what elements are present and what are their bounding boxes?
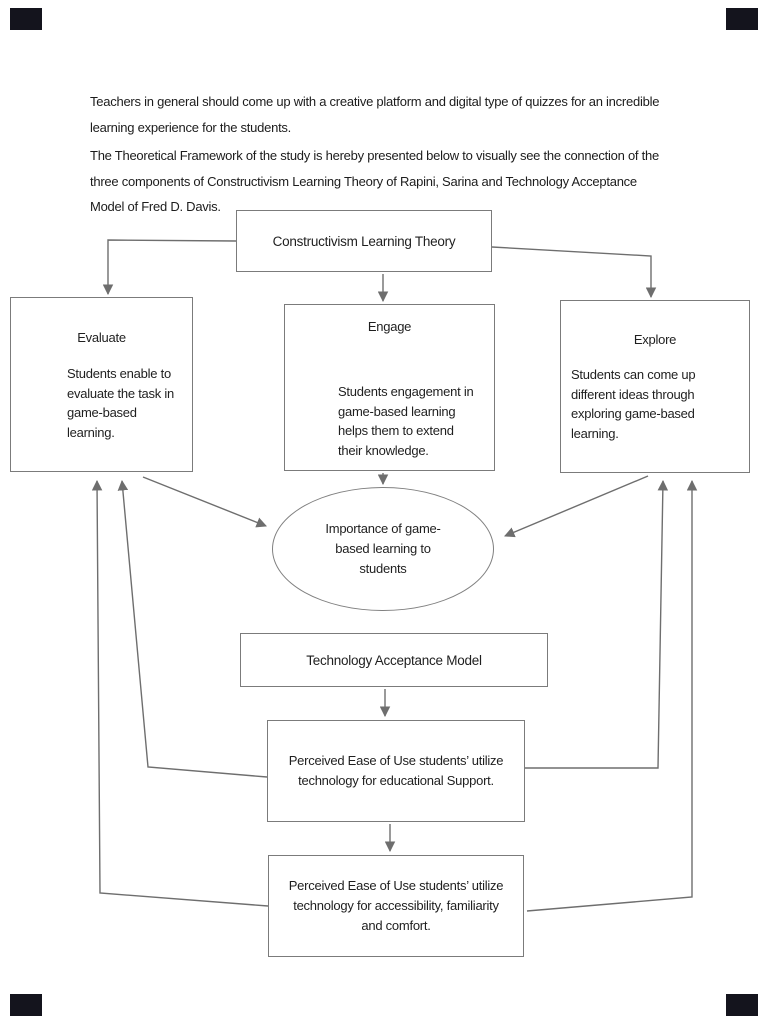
connector-peou-access-to-explore: [526, 479, 698, 912]
corner-mark-bottom-left: [10, 994, 42, 1016]
connector-peou-support-to-evaluate: [117, 479, 268, 778]
connector-constructivism-to-evaluate: [102, 239, 237, 296]
engage-box: Engage Students engagement in game-based…: [284, 304, 495, 471]
constructivism-box: Constructivism Learning Theory: [236, 210, 492, 272]
tam-label: Technology Acceptance Model: [306, 652, 482, 668]
corner-mark-bottom-right: [726, 994, 758, 1016]
tam-box: Technology Acceptance Model: [240, 633, 548, 687]
peou-access-label: Perceived Ease of Use students’ utilize …: [288, 878, 504, 933]
explore-title: Explore: [633, 332, 677, 347]
engage-title: Engage: [367, 319, 412, 334]
importance-ellipse: Importance of game- based learning to st…: [272, 487, 494, 611]
corner-mark-top-right: [726, 8, 758, 30]
importance-label: Importance of game- based learning to st…: [325, 521, 441, 576]
corner-mark-top-left: [10, 8, 42, 30]
peou-support-label: Perceived Ease of Use students’ utilize …: [288, 753, 504, 788]
peou-support-box: Perceived Ease of Use students’ utilize …: [267, 720, 525, 822]
peou-access-box: Perceived Ease of Use students’ utilize …: [268, 855, 524, 957]
connector-peou-access-to-evaluate: [91, 479, 269, 907]
evaluate-box: Evaluate Students enable to evaluate the…: [10, 297, 193, 472]
evaluate-title: Evaluate: [77, 330, 126, 345]
evaluate-body: Students enable to evaluate the task in …: [67, 366, 175, 440]
connector-constructivism-to-explore: [491, 246, 657, 299]
framework-paragraph: The Theoretical Framework of the study i…: [90, 148, 659, 214]
constructivism-label: Constructivism Learning Theory: [272, 233, 456, 249]
explore-box: Explore Students can come up different i…: [560, 300, 750, 473]
connector-explore-to-importance: [504, 475, 649, 538]
connector-evaluate-to-importance: [142, 476, 267, 528]
engage-body: Students engagement in game-based learni…: [338, 384, 474, 458]
explore-body: Students can come up different ideas thr…: [571, 367, 696, 441]
connector-peou-support-to-explore: [525, 479, 669, 769]
intro-paragraph: Teachers in general should come up with …: [90, 94, 660, 135]
